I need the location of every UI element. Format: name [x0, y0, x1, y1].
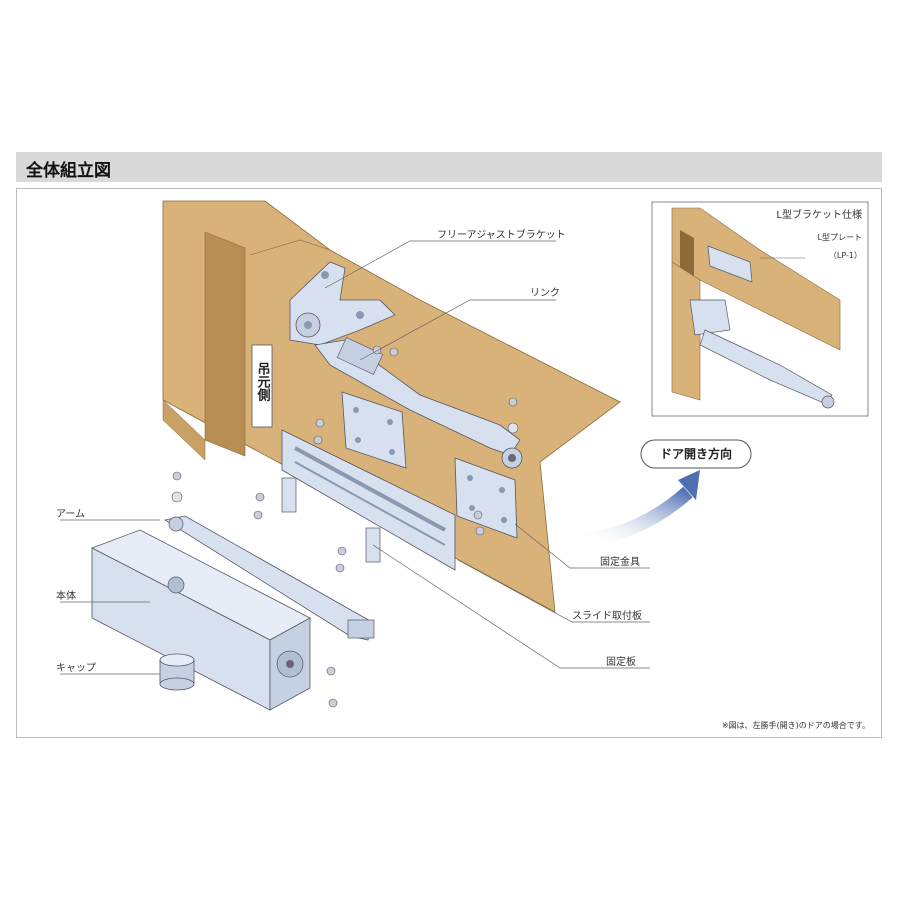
inset-plate-code: （LP-1） — [829, 251, 862, 260]
hinge-side-plaque: 吊元側 — [251, 344, 273, 428]
label-link: リンク — [530, 287, 560, 299]
footnote: ※図は、左勝手(開き)のドアの場合です。 — [722, 720, 870, 730]
label-fixing-bracket: 固定金具 — [600, 555, 640, 568]
label-slide-plate: スライド取付板 — [572, 609, 642, 622]
label-arm: アーム — [56, 508, 85, 520]
door-direction-button: ドア開き方向 — [640, 439, 752, 469]
diagram-frame — [16, 188, 882, 738]
label-body: 本体 — [56, 589, 76, 602]
link-rod — [314, 337, 523, 469]
closer-arm — [163, 515, 375, 641]
header-bar: 全体組立図 — [16, 152, 882, 182]
hinge-side-label: 吊元側 — [255, 362, 272, 402]
closer-body — [91, 529, 311, 711]
page-title: 全体組立図 — [26, 161, 111, 181]
free-adjust-bracket — [289, 261, 396, 346]
fixing-bracket-upper — [341, 391, 407, 469]
label-free-adjust-bracket: フリーアジャストブラケット — [437, 228, 566, 241]
bracket-screws — [372, 345, 519, 434]
leader-lines — [60, 240, 650, 675]
inset-plate-label: L型プレート — [818, 233, 862, 242]
door-direction-label: ドア開き方向 — [660, 446, 732, 461]
mounting-screws — [171, 418, 485, 708]
fixing-bracket-right — [454, 457, 518, 539]
label-cap: キャップ — [56, 662, 96, 674]
label-fixing-plate: 固定板 — [606, 655, 636, 668]
inset-l-bracket: L型ブラケット仕様 L型プレート （LP-1） — [651, 201, 869, 417]
inset-title: L型ブラケット仕様 — [776, 208, 862, 221]
slide-mounting-plate — [281, 429, 456, 571]
door-direction-arrow — [579, 470, 700, 547]
cap — [159, 653, 195, 691]
